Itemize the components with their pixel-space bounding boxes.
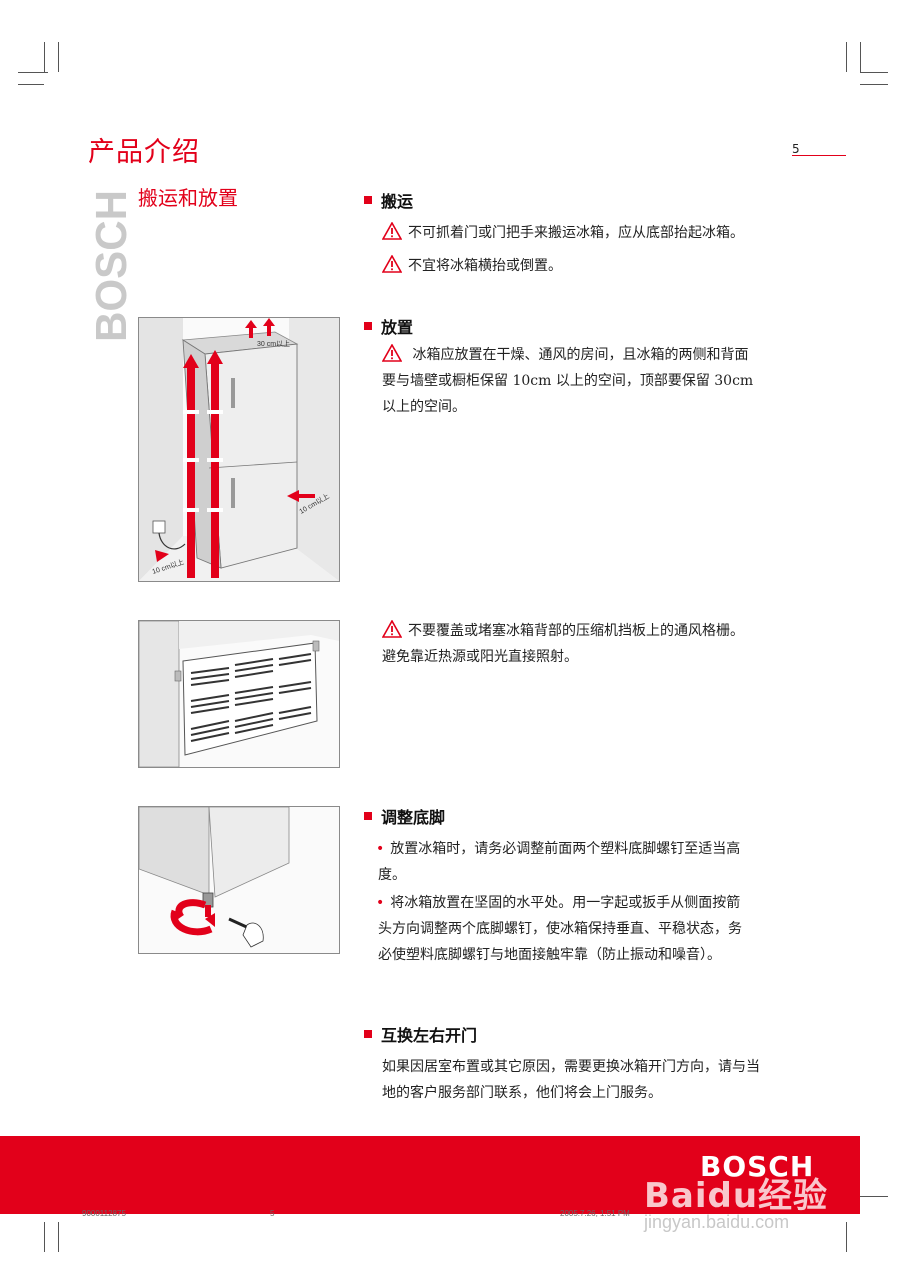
section-title: 搬运和放置 — [138, 186, 238, 210]
placement-heading-text: 放置 — [381, 318, 414, 337]
warning-triangle-icon — [382, 222, 402, 240]
crop-mark — [860, 42, 861, 72]
placement-warning-line: 以上的空间。 — [382, 399, 466, 415]
placement-illustration: 30 cm以上 10 cm以上 10 cm以上 — [139, 318, 339, 581]
crop-mark — [58, 42, 59, 72]
feet-illustration — [139, 807, 339, 953]
feet-figure — [138, 806, 340, 954]
placement-warning-line: 冰箱应放置在干燥、通风的房间，且冰箱的两侧和背面 — [382, 342, 792, 368]
crop-mark — [846, 42, 847, 72]
doors-paragraph: 如果因居室布置或其它原因，需要更换冰箱开门方向，请与当 地的客户服务部门联系，他… — [382, 1054, 802, 1106]
bullet-square-icon — [364, 322, 372, 330]
footer-timestamp: 2005.7.26, 1:51 PM — [560, 1209, 630, 1218]
side-brand-logo: BOSCH — [87, 190, 132, 342]
doors-heading-text: 互换左右开门 — [381, 1026, 478, 1045]
page-title: 产品介绍 — [88, 137, 200, 168]
side-brand-text: BOSCH — [87, 190, 132, 342]
crop-mark — [860, 84, 888, 85]
placement-warning: 冰箱应放置在干燥、通风的房间，且冰箱的两侧和背面 要与墙壁或橱柜保留 10cm … — [382, 342, 792, 420]
crop-mark — [860, 72, 888, 73]
feet-bullet-line: 度。 — [378, 867, 406, 883]
placement-warning-line: 要与墙壁或橱柜保留 10cm 以上的空间，顶部要保留 30cm — [382, 373, 754, 389]
transport-heading-text: 搬运 — [381, 192, 414, 211]
bullet-dot-icon: • — [376, 895, 385, 911]
feet-bullet-line: 头方向调整两个底脚螺钉，使冰箱保持垂直、平稳状态，务 — [378, 921, 742, 937]
crop-mark — [18, 84, 44, 85]
crop-mark — [44, 1222, 45, 1252]
footer-band — [0, 1136, 860, 1214]
feet-bullet-text: 将冰箱放置在坚固的水平处。用一字起或扳手从侧面按箭 — [390, 895, 741, 911]
bullet-square-icon — [364, 812, 372, 820]
doors-line: 地的客户服务部门联系，他们将会上门服务。 — [382, 1085, 662, 1101]
bullet-square-icon — [364, 196, 372, 204]
feet-bullet-line: • 将冰箱放置在坚固的水平处。用一字起或扳手从侧面按箭 — [376, 890, 796, 916]
warning-triangle-icon — [382, 344, 402, 362]
doors-heading: 互换左右开门 — [364, 1022, 477, 1046]
feet-bullet-text: 放置冰箱时，请务必调整前面两个塑料底脚螺钉至适当高 — [390, 841, 741, 857]
placement-warning-text: 冰箱应放置在干燥、通风的房间，且冰箱的两侧和背面 — [408, 347, 749, 363]
doors-line: 如果因居室布置或其它原因，需要更换冰箱开门方向，请与当 — [382, 1059, 760, 1075]
ventilation-warning-line: 避免靠近热源或阳光直接照射。 — [382, 649, 578, 665]
crop-mark — [860, 1196, 888, 1197]
feet-bullet-line: • 放置冰箱时，请务必调整前面两个塑料底脚螺钉至适当高 — [376, 836, 796, 862]
crop-mark — [44, 42, 45, 72]
crop-mark — [18, 72, 48, 73]
footer-page-number: 5 — [270, 1209, 275, 1218]
ventilation-figure — [138, 620, 340, 768]
crop-mark — [846, 1222, 847, 1252]
transport-warning: 不宜将冰箱横抬或倒置。 — [382, 253, 562, 279]
watermark-logo: Baidu经验 — [644, 1176, 829, 1216]
ventilation-warning: 不要覆盖或堵塞冰箱背部的压缩机挡板上的通风格栅。 避免靠近热源或阳光直接照射。 — [382, 618, 802, 670]
warning-triangle-icon — [382, 255, 402, 273]
ventilation-warning-line: 不要覆盖或堵塞冰箱背部的压缩机挡板上的通风格栅。 — [382, 618, 802, 644]
warning-triangle-icon — [382, 620, 402, 638]
feet-bullet-line: 必使塑料底脚螺钉与地面接触牢靠（防止振动和噪音）。 — [378, 947, 721, 963]
page-number-rule — [792, 155, 846, 156]
transport-warning-text: 不可抓着门或门把手来搬运冰箱，应从底部抬起冰箱。 — [408, 225, 744, 241]
feet-heading: 调整底脚 — [364, 804, 445, 828]
feet-heading-text: 调整底脚 — [381, 808, 446, 827]
feet-bullet: • 将冰箱放置在坚固的水平处。用一字起或扳手从侧面按箭 头方向调整两个底脚螺钉，使… — [376, 890, 796, 968]
placement-figure: 30 cm以上 10 cm以上 10 cm以上 — [138, 317, 340, 582]
top-gap-label: 30 cm以上 — [257, 339, 290, 348]
transport-warning: 不可抓着门或门把手来搬运冰箱，应从底部抬起冰箱。 — [382, 220, 744, 246]
ventilation-illustration — [139, 621, 339, 767]
page-number: 5 — [792, 142, 800, 156]
transport-heading: 搬运 — [364, 188, 413, 212]
footer-brand: BOSCH — [700, 1150, 815, 1183]
ventilation-warning-text: 不要覆盖或堵塞冰箱背部的压缩机挡板上的通风格栅。 — [408, 623, 744, 639]
bullet-dot-icon: • — [376, 841, 385, 857]
placement-heading: 放置 — [364, 314, 413, 338]
bullet-square-icon — [364, 1030, 372, 1038]
crop-mark — [58, 1222, 59, 1252]
feet-bullet: • 放置冰箱时，请务必调整前面两个塑料底脚螺钉至适当高 度。 — [376, 836, 796, 888]
watermark-url: jingyan.baidu.com — [644, 1212, 790, 1232]
footer-doc-code: 9000112875 — [82, 1209, 126, 1218]
transport-warning-text: 不宜将冰箱横抬或倒置。 — [408, 258, 562, 274]
